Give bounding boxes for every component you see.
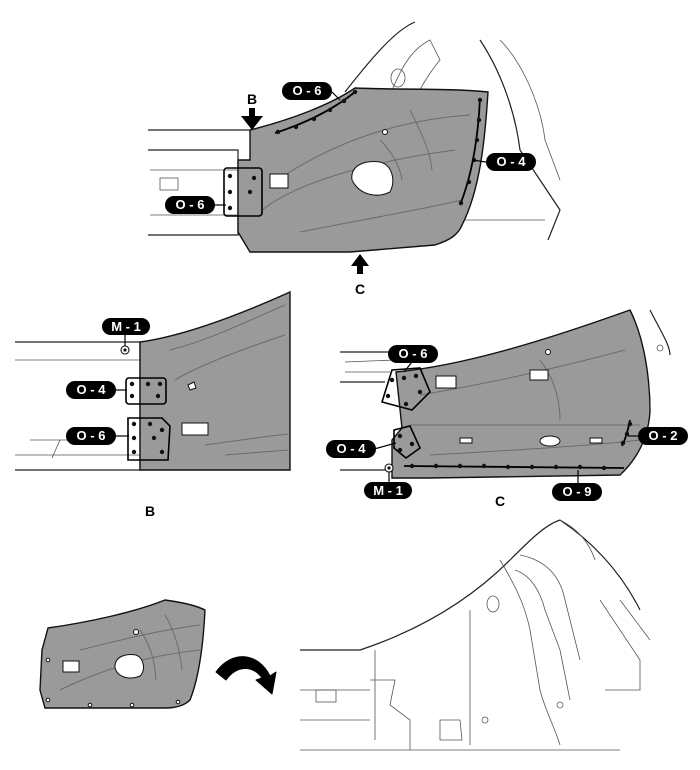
detail-b-panel: [139, 290, 291, 471]
detail-b-lower-spot-welds: [131, 421, 165, 455]
view-arrow-b-label: B: [247, 91, 257, 107]
detail-view-c: O - 6 O - 4 M - 1 O - 2 O - 9 C: [326, 309, 688, 509]
callout-b-m1: M - 1: [102, 318, 150, 335]
svg-text:O - 9: O - 9: [563, 484, 592, 499]
svg-text:O - 6: O - 6: [77, 428, 106, 443]
top-right-spot-welds: [458, 97, 483, 206]
callout-c-m1: M - 1: [364, 482, 412, 499]
up-arrow-icon: [351, 254, 369, 274]
top-view: O - 6 O - 4 O - 6 B C: [148, 21, 561, 297]
svg-text:O - 4: O - 4: [497, 154, 527, 169]
callout-top-left-o6: O - 6: [165, 196, 215, 214]
callout-b-o6: O - 6: [66, 427, 116, 445]
detail-c-panel: [391, 309, 651, 479]
top-arch-spot-welds: [275, 89, 358, 135]
callout-c-o6: O - 6: [388, 345, 438, 363]
svg-text:O - 6: O - 6: [293, 83, 322, 98]
top-left-spot-welds: [227, 173, 257, 211]
svg-text:O - 4: O - 4: [337, 441, 367, 456]
down-arrow-icon: [241, 108, 263, 130]
detail-c-bottom-spot-welds: [409, 463, 607, 471]
svg-text:O - 4: O - 4: [77, 382, 107, 397]
curved-arrow-icon: [215, 656, 277, 695]
detail-c-lower-spot-welds: [397, 433, 415, 453]
svg-text:O - 2: O - 2: [649, 428, 678, 443]
callout-top-right-o4: O - 4: [486, 153, 536, 171]
callout-top-arch-o6: O - 6: [282, 82, 332, 100]
detail-view-b: M - 1 O - 4 O - 6 B: [15, 290, 291, 519]
detail-b-label: B: [145, 503, 155, 519]
svg-text:M - 1: M - 1: [373, 483, 403, 498]
callout-c-o2: O - 2: [638, 427, 688, 445]
callout-c-o4: O - 4: [326, 440, 376, 458]
removed-panel: [39, 599, 206, 709]
view-arrow-c-label: C: [355, 281, 365, 297]
detail-c-upper-spot-welds: [385, 373, 423, 407]
svg-text:O - 6: O - 6: [176, 197, 205, 212]
svg-text:M - 1: M - 1: [111, 319, 141, 334]
detail-c-right-spot-welds: [620, 421, 633, 446]
detail-b-upper-spot-welds: [129, 381, 163, 399]
svg-text:O - 6: O - 6: [399, 346, 428, 361]
bottom-removal-view: [39, 519, 651, 751]
callout-c-o9: O - 9: [552, 483, 602, 501]
callout-b-o4: O - 4: [66, 381, 116, 399]
detail-c-label: C: [495, 493, 505, 509]
